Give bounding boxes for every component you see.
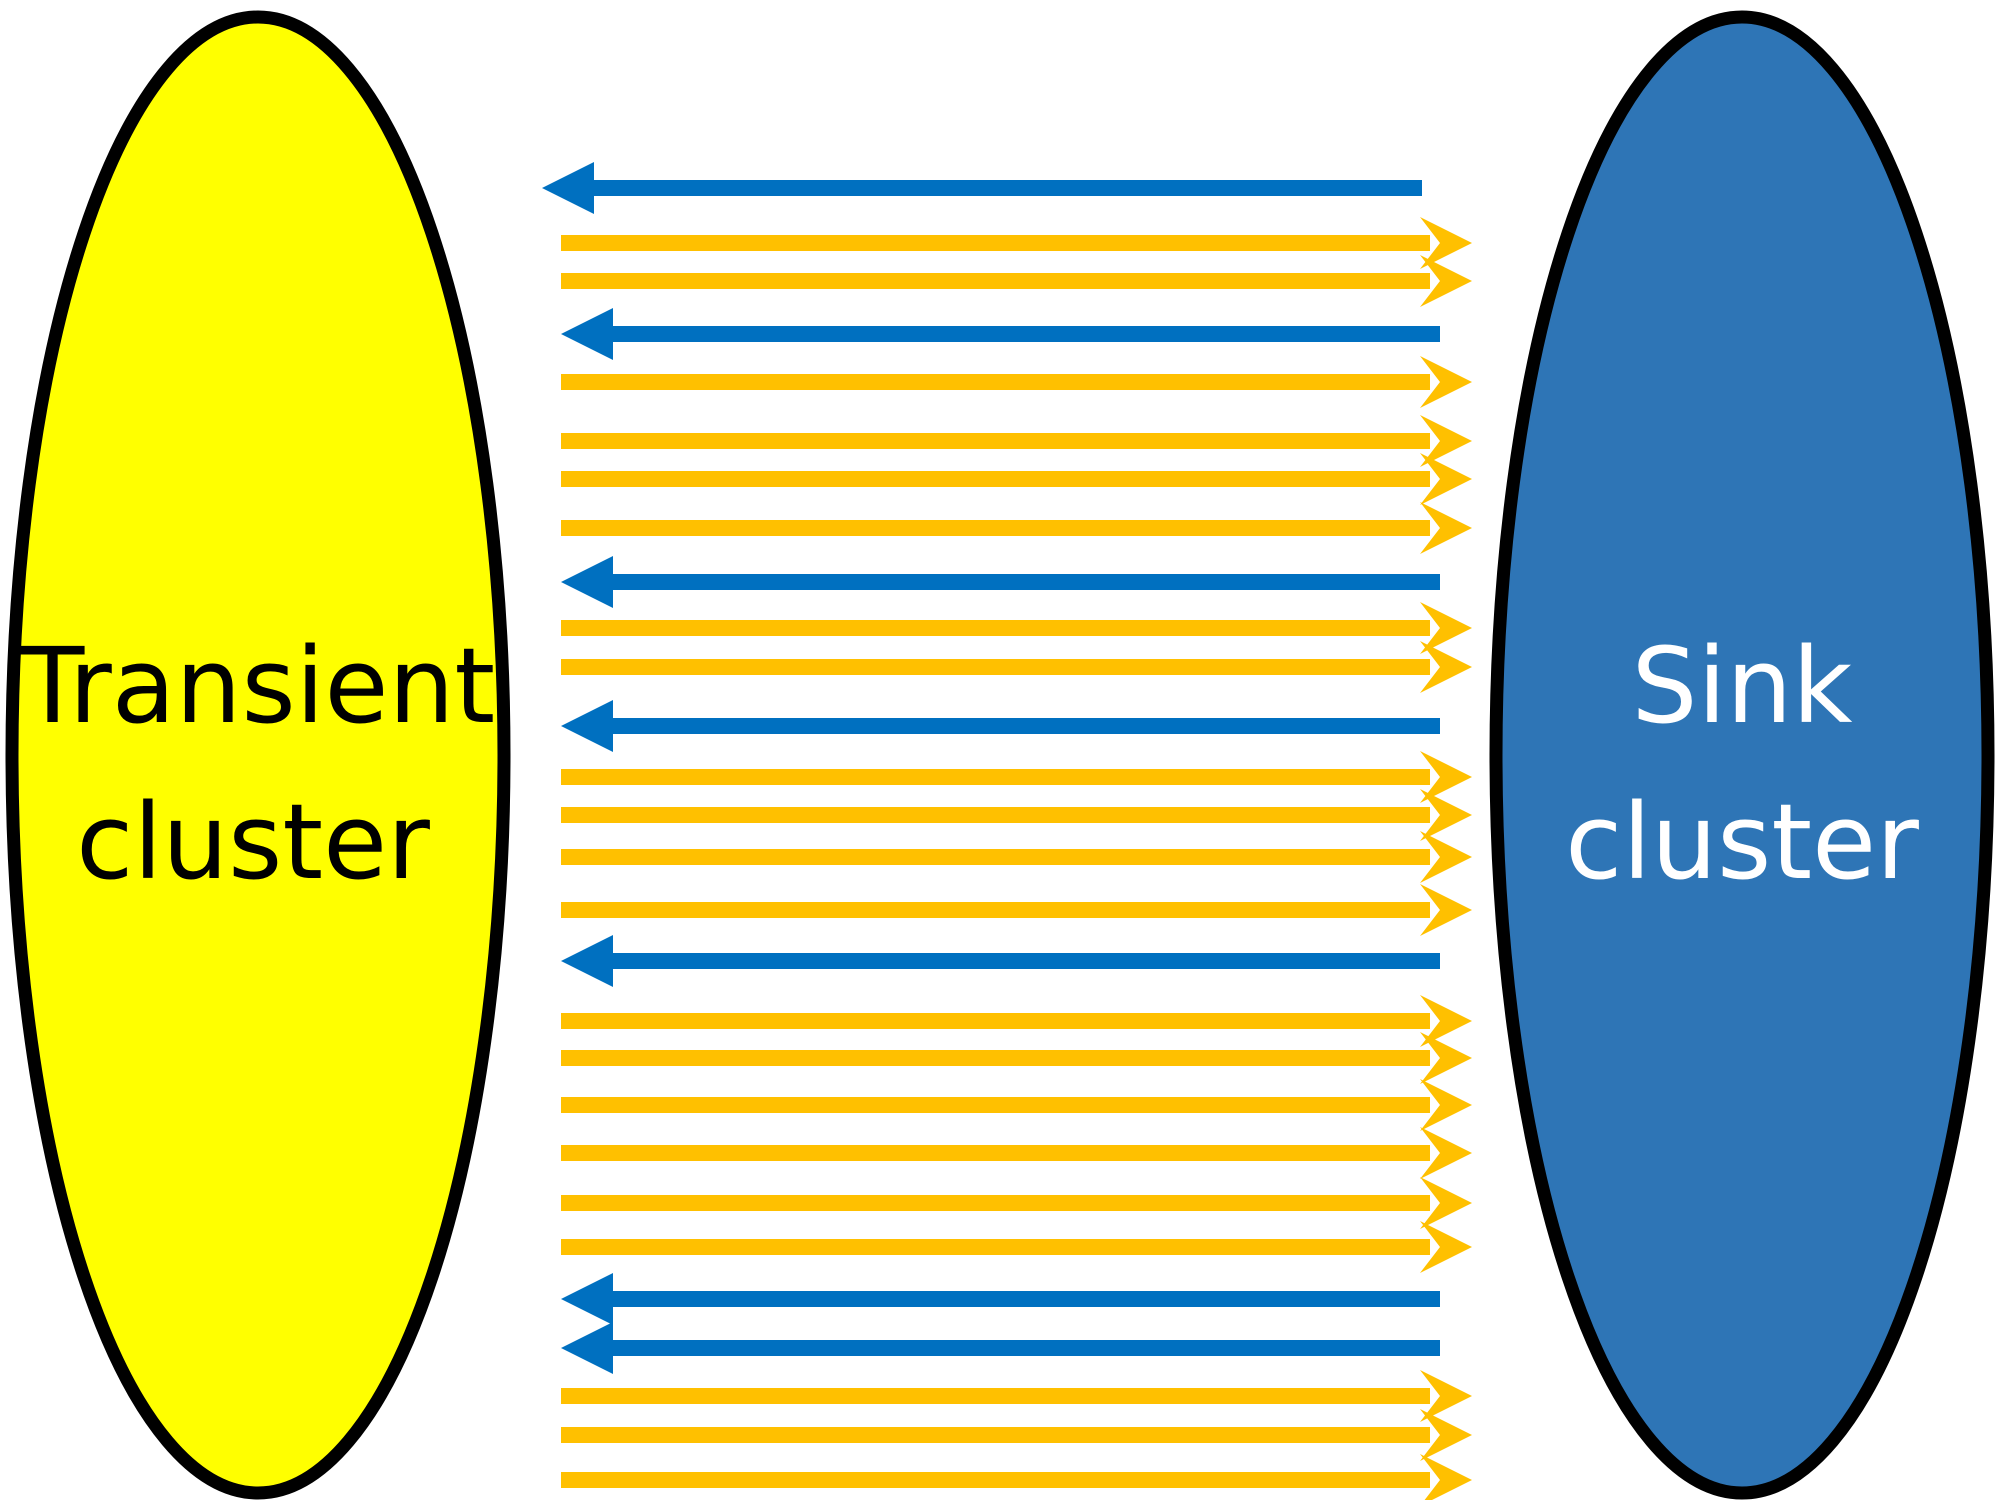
arrow-to-transient xyxy=(561,556,1440,608)
sink-cluster-label-line2: cluster xyxy=(1565,781,1919,903)
arrow-to-transient xyxy=(561,1273,1440,1325)
arrow-head xyxy=(1420,602,1472,654)
transient-cluster-ellipse xyxy=(5,10,511,1500)
arrow-head xyxy=(1420,415,1472,467)
arrow-to-transient xyxy=(561,1322,1440,1374)
arrow-to-sink xyxy=(561,1079,1472,1131)
arrow-to-sink xyxy=(561,1177,1472,1229)
arrow-to-transient xyxy=(561,700,1440,752)
transition-arrows xyxy=(542,162,1472,1500)
arrow-to-sink xyxy=(561,1409,1472,1461)
transient-cluster-label-line1: Transient xyxy=(20,625,495,747)
arrow-to-sink xyxy=(561,1127,1472,1179)
arrow-head xyxy=(1420,502,1472,554)
arrow-head xyxy=(1420,1409,1472,1461)
arrow-head xyxy=(1420,453,1472,505)
arrow-to-sink xyxy=(561,453,1472,505)
arrow-to-sink xyxy=(561,1370,1472,1422)
arrow-to-sink xyxy=(561,751,1472,803)
arrow-head xyxy=(1420,995,1472,1047)
arrow-to-sink xyxy=(561,502,1472,554)
arrow-to-sink xyxy=(561,884,1472,936)
arrow-head xyxy=(1420,789,1472,841)
arrow-to-sink xyxy=(561,1221,1472,1273)
arrow-to-transient xyxy=(542,162,1422,214)
arrow-head xyxy=(1420,1370,1472,1422)
transient-cluster: Transient cluster xyxy=(5,10,511,1500)
arrow-head xyxy=(561,935,613,987)
arrow-head xyxy=(1420,217,1472,269)
arrow-head xyxy=(561,700,613,752)
sink-cluster: Sink cluster xyxy=(1489,10,1995,1500)
arrow-to-sink xyxy=(561,1032,1472,1084)
arrow-to-transient xyxy=(561,935,1440,987)
arrow-head xyxy=(561,1273,613,1325)
arrow-head xyxy=(1420,1079,1472,1131)
arrow-head xyxy=(561,1322,613,1374)
arrow-head xyxy=(1420,255,1472,307)
arrow-to-sink xyxy=(561,356,1472,408)
arrow-head xyxy=(1420,751,1472,803)
arrow-to-sink xyxy=(561,255,1472,307)
arrow-head xyxy=(1420,1032,1472,1084)
arrow-head xyxy=(1420,1221,1472,1273)
arrow-to-sink xyxy=(561,217,1472,269)
arrow-to-sink xyxy=(561,1454,1472,1500)
arrow-to-sink xyxy=(561,415,1472,467)
arrow-head xyxy=(1420,356,1472,408)
arrow-head xyxy=(1420,1177,1472,1229)
arrow-head xyxy=(1420,884,1472,936)
arrow-to-sink xyxy=(561,602,1472,654)
sink-cluster-label-line1: Sink xyxy=(1631,625,1852,747)
sink-cluster-ellipse xyxy=(1489,10,1995,1500)
arrow-to-sink xyxy=(561,995,1472,1047)
arrow-to-sink xyxy=(561,641,1472,693)
arrow-head xyxy=(542,162,594,214)
arrow-head xyxy=(1420,641,1472,693)
arrow-head xyxy=(1420,831,1472,883)
transient-cluster-label-line2: cluster xyxy=(76,781,430,903)
arrow-to-transient xyxy=(561,308,1440,360)
arrow-head xyxy=(1420,1127,1472,1179)
arrow-to-sink xyxy=(561,831,1472,883)
arrow-head xyxy=(561,556,613,608)
arrow-head xyxy=(1420,1454,1472,1500)
arrow-head xyxy=(561,308,613,360)
arrow-to-sink xyxy=(561,789,1472,841)
